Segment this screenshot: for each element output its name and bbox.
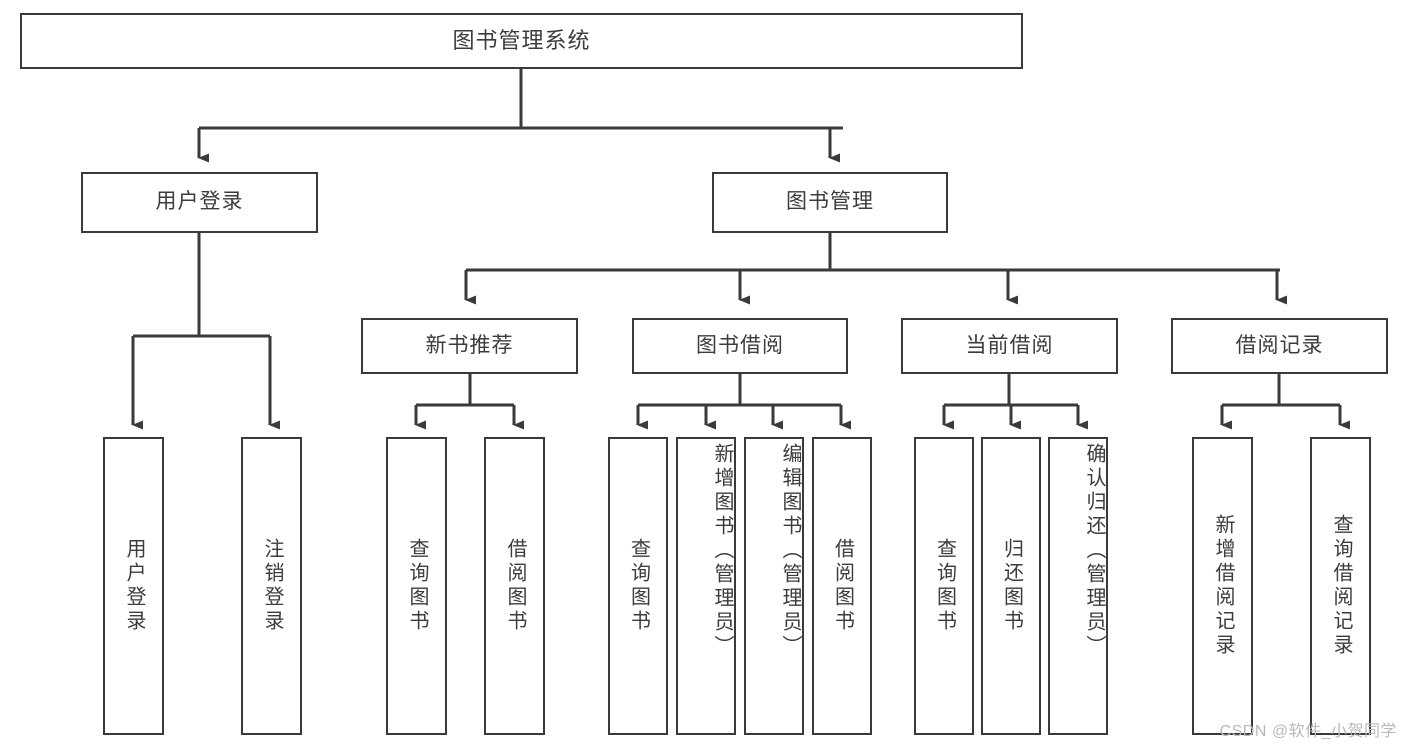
node-label: 借阅记录 — [1235, 333, 1324, 357]
node-root-system[interactable]: 图书管理系统 — [20, 13, 1023, 69]
leaf-node-logout[interactable]: 注销登录 — [241, 437, 302, 735]
node-current-borrow[interactable]: 当前借阅 — [901, 318, 1118, 374]
node-label: 确认归还（管理员） — [1083, 443, 1105, 659]
node-label: 新书推荐 — [425, 333, 514, 357]
leaf-node-add-book-admin[interactable]: 新增图书（管理员） — [676, 437, 736, 735]
leaf-node-query-book-borrow[interactable]: 查询图书 — [608, 437, 668, 735]
node-label: 查询图书 — [627, 538, 650, 634]
node-label: 编辑图书（管理员） — [779, 443, 801, 659]
leaf-node-confirm-return-admin[interactable]: 确认归还（管理员） — [1048, 437, 1108, 735]
node-new-book-recommendation[interactable]: 新书推荐 — [361, 318, 578, 374]
node-book-borrow[interactable]: 图书借阅 — [632, 318, 848, 374]
leaf-node-user-login[interactable]: 用户登录 — [103, 437, 164, 735]
node-label: 借阅图书 — [504, 538, 526, 634]
node-label: 图书借阅 — [696, 333, 784, 357]
node-label: 查询借阅记录 — [1330, 514, 1352, 658]
leaf-node-add-borrow-record[interactable]: 新增借阅记录 — [1192, 437, 1253, 735]
leaf-node-borrow-book-rec[interactable]: 借阅图书 — [484, 437, 545, 735]
csdn-watermark: CSDN @软件_小贺同学 — [1219, 723, 1397, 740]
node-label: 查询图书 — [406, 538, 428, 634]
node-label: 借阅图书 — [831, 538, 854, 634]
node-label: 用户登录 — [155, 190, 244, 214]
node-label: 当前借阅 — [965, 333, 1054, 357]
node-label: 用户登录 — [123, 538, 145, 634]
node-label: 注销登录 — [261, 538, 283, 634]
node-borrow-record[interactable]: 借阅记录 — [1171, 318, 1388, 374]
leaf-node-query-book-rec[interactable]: 查询图书 — [386, 437, 447, 735]
leaf-node-borrow-book[interactable]: 借阅图书 — [812, 437, 872, 735]
node-user-login[interactable]: 用户登录 — [81, 172, 318, 233]
node-label: 图书管理 — [786, 190, 874, 214]
node-label: 新增图书（管理员） — [711, 443, 733, 659]
node-label: 归还图书 — [1000, 538, 1023, 634]
node-label: 图书管理系统 — [452, 28, 591, 54]
leaf-node-query-book-current[interactable]: 查询图书 — [914, 437, 974, 735]
leaf-node-query-borrow-record[interactable]: 查询借阅记录 — [1310, 437, 1371, 735]
node-label: 查询图书 — [933, 538, 956, 634]
leaf-node-return-book[interactable]: 归还图书 — [981, 437, 1041, 735]
leaf-node-edit-book-admin[interactable]: 编辑图书（管理员） — [744, 437, 804, 735]
node-label: 新增借阅记录 — [1212, 514, 1234, 658]
node-book-management[interactable]: 图书管理 — [712, 172, 948, 233]
